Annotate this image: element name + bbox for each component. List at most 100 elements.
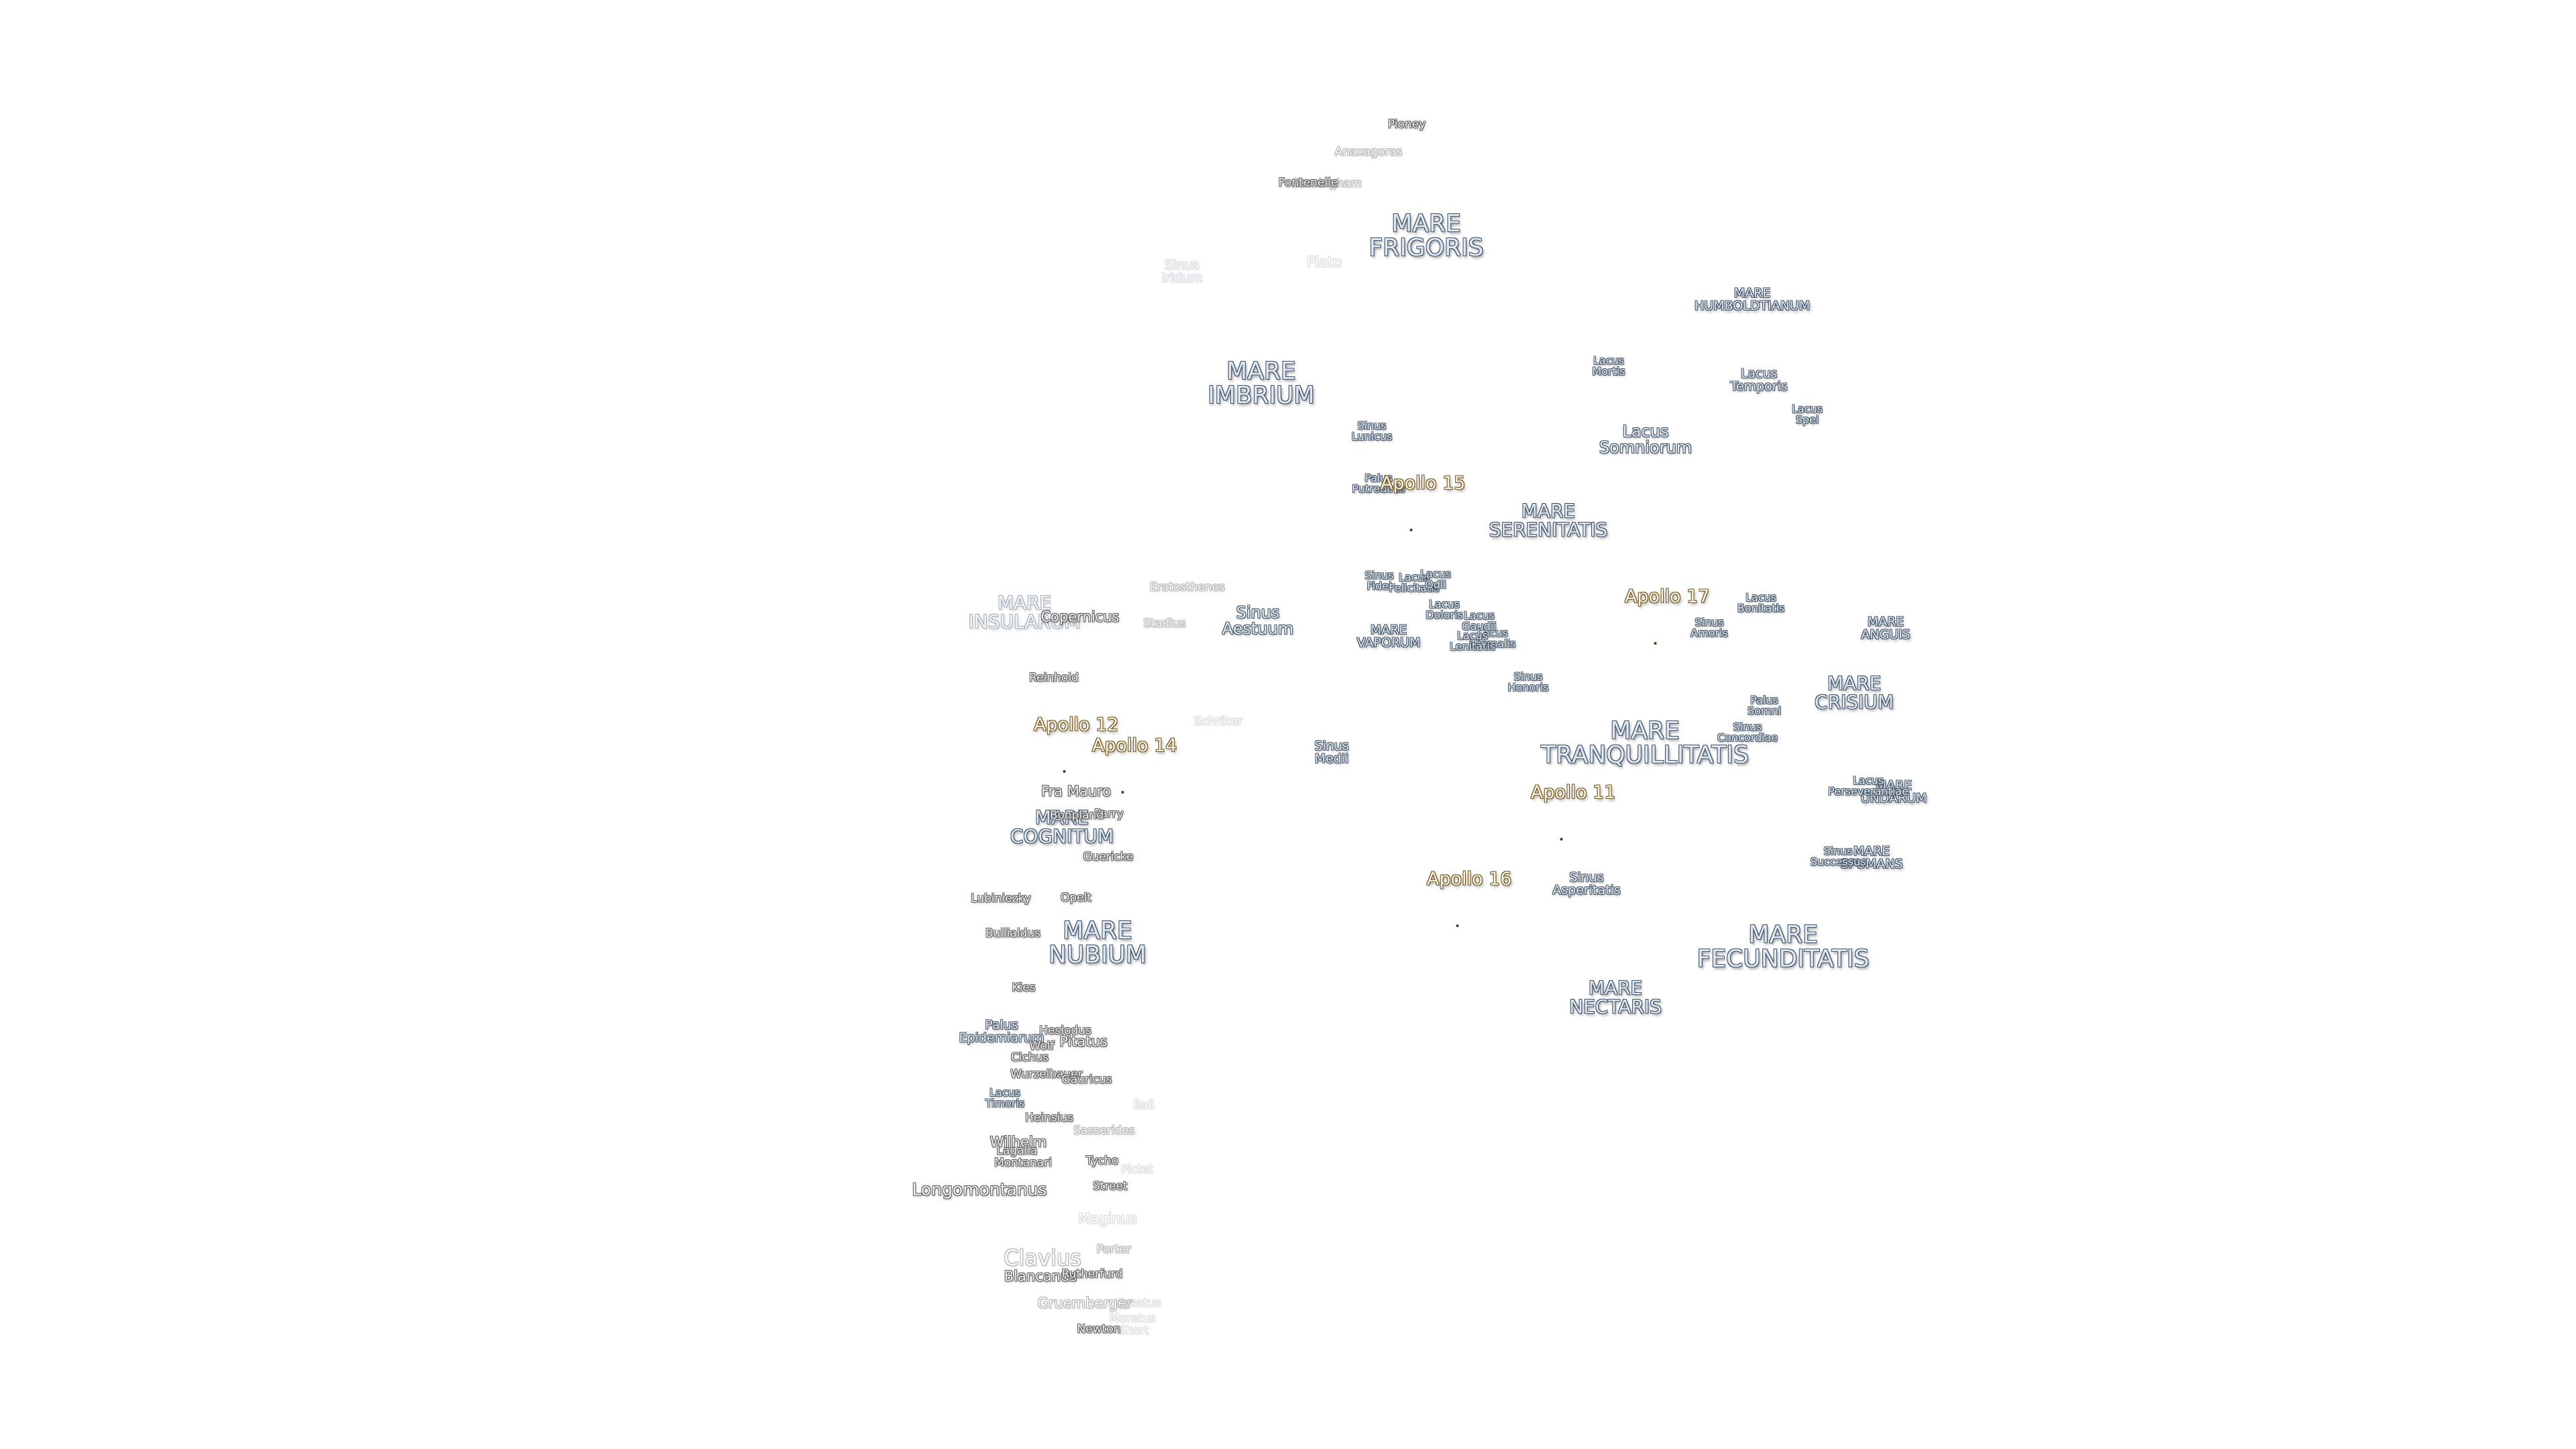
crater-cysatus-label: Cysatus <box>1116 1296 1161 1310</box>
crater-kies-label: Kies <box>1012 981 1036 995</box>
crater-pictet-label: Pictet <box>1121 1163 1153 1177</box>
mare-humboldtianum-label: MARE HUMBOLDTIANUM <box>1694 286 1811 313</box>
apollo-14-label: Apollo 14 <box>1091 735 1177 756</box>
crater-tycho-label: Tycho <box>1085 1154 1119 1168</box>
crater-hesiodus-label: Hesiodus <box>1039 1024 1091 1038</box>
crater-eratosthenes-label: Eratosthenes <box>1149 580 1226 594</box>
sinus-asperitatis-label: Sinus Asperitatis <box>1552 870 1621 898</box>
apollo-16-marker[interactable]: Apollo 16 <box>1404 852 1512 927</box>
apollo-15-label: Apollo 15 <box>1380 473 1466 494</box>
sinus-lunicus-label: Sinus Lunicus <box>1351 419 1393 443</box>
crater-stadius-label: Stadius <box>1143 616 1186 631</box>
lacus-somniorum-label: Lacus Somniorum <box>1599 422 1693 457</box>
crater-rutherfurd-label: Rutherfurd <box>1061 1267 1123 1281</box>
sinus-concordiae-label: Sinus Concordiae <box>1717 720 1778 744</box>
lacus-lenitatis-label: Lacus Lenitatis <box>1449 629 1496 653</box>
lacus-spei-label: Lacus Spei <box>1792 402 1823 426</box>
mare-nectaris-label: MARE NECTARIS <box>1569 977 1662 1018</box>
lacus-odii-label: Lacus Odii <box>1420 568 1451 591</box>
lacus-felicitatis-label: Lacus Felicitatis <box>1389 571 1440 594</box>
crater-lubiniezky-label: Lubiniezky <box>971 892 1031 906</box>
crater-lagalla-label: Lagalla <box>996 1144 1038 1158</box>
apollo-11-label: Apollo 11 <box>1530 782 1616 803</box>
crater-heinsius-label: Heinsius <box>1025 1111 1073 1125</box>
mare-tranquillitatis-label: MARE TRANQUILLITATIS <box>1541 717 1749 769</box>
crater-montanari-label: Montanari <box>994 1156 1052 1170</box>
mare-vaporum-label: MARE VAPORUM <box>1356 623 1421 650</box>
crater-clavius-label: Clavius <box>1004 1245 1081 1271</box>
apollo-12-site-dot <box>1063 770 1066 773</box>
mare-frigoris-label: MARE FRIGORIS <box>1368 210 1484 262</box>
crater-fontenelle-label: Fontenelle <box>1278 176 1338 190</box>
apollo-14-marker[interactable]: Apollo 14 <box>1069 718 1177 794</box>
lacus-perseverantiae-label: Lacus Perseverantiae <box>1828 774 1909 798</box>
apollo-17-marker[interactable]: Apollo 17 <box>1602 570 1710 645</box>
apollo-17-label: Apollo 17 <box>1624 586 1710 607</box>
crater-sasserides-label: Sasserides <box>1073 1124 1135 1138</box>
crater-cichus-label: Cichus <box>1010 1051 1049 1065</box>
lacus-gaudii-label: Lacus Gaudii <box>1462 609 1497 633</box>
mare-fecunditatis-label: MARE FECUNDITATIS <box>1697 921 1870 973</box>
crater-ball-label: Ball <box>1133 1098 1155 1112</box>
lacus-doloris-label: Lacus Doloris <box>1426 598 1463 621</box>
apollo-12-label: Apollo 12 <box>1033 714 1119 735</box>
crater-schroter-label: Schröter <box>1193 714 1243 729</box>
sinus-amoris-label: Sinus Amoris <box>1690 616 1728 639</box>
lacus-timoris-label: Lacus Timoris <box>985 1086 1025 1110</box>
sinus-aestuum-label: Sinus Aestuum <box>1222 603 1294 638</box>
crater-anaxagoras-label: Anaxagoras <box>1334 145 1403 159</box>
mare-cognitum-label: MARE COGNITUM <box>1010 806 1114 847</box>
palus-putredinis-label: Palus Putredinis <box>1352 472 1405 495</box>
apollo-11-marker[interactable]: Apollo 11 <box>1508 765 1616 841</box>
crater-gruemberger-label: Gruemberger <box>1037 1295 1132 1311</box>
mare-nubium-label: MARE NUBIUM <box>1048 917 1147 969</box>
apollo-17-site-dot <box>1654 642 1657 645</box>
crater-porter-label: Porter <box>1096 1242 1131 1256</box>
crater-parry-label: Parry <box>1094 807 1124 821</box>
mare-serenitatis-label: MARE SERENITATIS <box>1489 500 1608 541</box>
apollo-14-site-dot <box>1122 791 1124 794</box>
crater-pioney-label: Pioney <box>1387 117 1426 131</box>
crater-bullialdus-label: Bullialdus <box>985 926 1041 941</box>
mare-spumans-label: MARE SPUMANS <box>1840 844 1903 871</box>
crater-wurzelbauer-label: Wurzelbauer <box>1010 1067 1083 1081</box>
palus-somni-label: Palus Somni <box>1747 694 1782 717</box>
lacus-temporis-label: Lacus Temporis <box>1730 366 1788 394</box>
lacus-bonitatis-label: Lacus Bonitatis <box>1737 591 1785 614</box>
crater-reinhold-label: Reinhold <box>1029 671 1079 685</box>
crater-opelt-label: Opelt <box>1060 891 1092 905</box>
sinus-iridum-label: Sinus Iridum <box>1161 258 1203 285</box>
crater-moretus-label: Moretus <box>1109 1311 1156 1326</box>
crater-blancanus-label: Blancanus <box>1004 1268 1077 1285</box>
crater-plato-label: Plato <box>1306 254 1342 270</box>
mare-insularum-label: MARE INSULARUM <box>968 592 1081 633</box>
sinus-honoris-label: Sinus Honoris <box>1507 670 1549 694</box>
sinus-medii-label: Sinus Medii <box>1314 739 1349 766</box>
crater-wolf-label: Wolf <box>1029 1039 1055 1053</box>
mare-undarum-label: MARE UNDARUM <box>1860 778 1927 806</box>
crater-maginus-label: Maginus <box>1078 1210 1137 1227</box>
crater-gauricus-label: Gauricus <box>1061 1073 1112 1087</box>
crater-guericke-label: Guericke <box>1083 850 1134 864</box>
mare-anguis-label: MARE ANGUIS <box>1861 614 1911 642</box>
crater-bonpland-label: Bonpland <box>1049 808 1104 822</box>
lacus-mortis-label: Lacus Mortis <box>1592 354 1625 378</box>
crater-newton-label: Newton <box>1077 1322 1121 1336</box>
crater-wilhelm-label: Wilhelm <box>989 1134 1047 1150</box>
apollo-11-site-dot <box>1560 838 1563 841</box>
crater-short-label: Short <box>1118 1324 1149 1338</box>
apollo-16-site-dot <box>1456 924 1459 927</box>
crater-fra-mauro-label: Fra Mauro <box>1040 783 1112 800</box>
apollo-16-label: Apollo 16 <box>1426 869 1512 890</box>
sinus-fidei-label: Sinus Fidei <box>1364 569 1394 592</box>
palus-epidemiarum-label: Palus Epidemiarum <box>959 1018 1044 1045</box>
apollo-15-marker[interactable]: Apollo 15 <box>1358 456 1466 531</box>
crater-birmingham-label: Birmingham <box>1292 176 1362 191</box>
mare-crisium-label: MARE CRISIUM <box>1815 672 1894 713</box>
apollo-15-site-dot <box>1410 529 1413 531</box>
apollo-12-marker[interactable]: Apollo 12 <box>1011 698 1119 773</box>
crater-pitatus-label: Pitatus <box>1059 1033 1108 1050</box>
crater-copernicus-label: Copernicus <box>1040 608 1120 625</box>
crater-longomontanus-label: Longomontanus <box>912 1179 1047 1199</box>
